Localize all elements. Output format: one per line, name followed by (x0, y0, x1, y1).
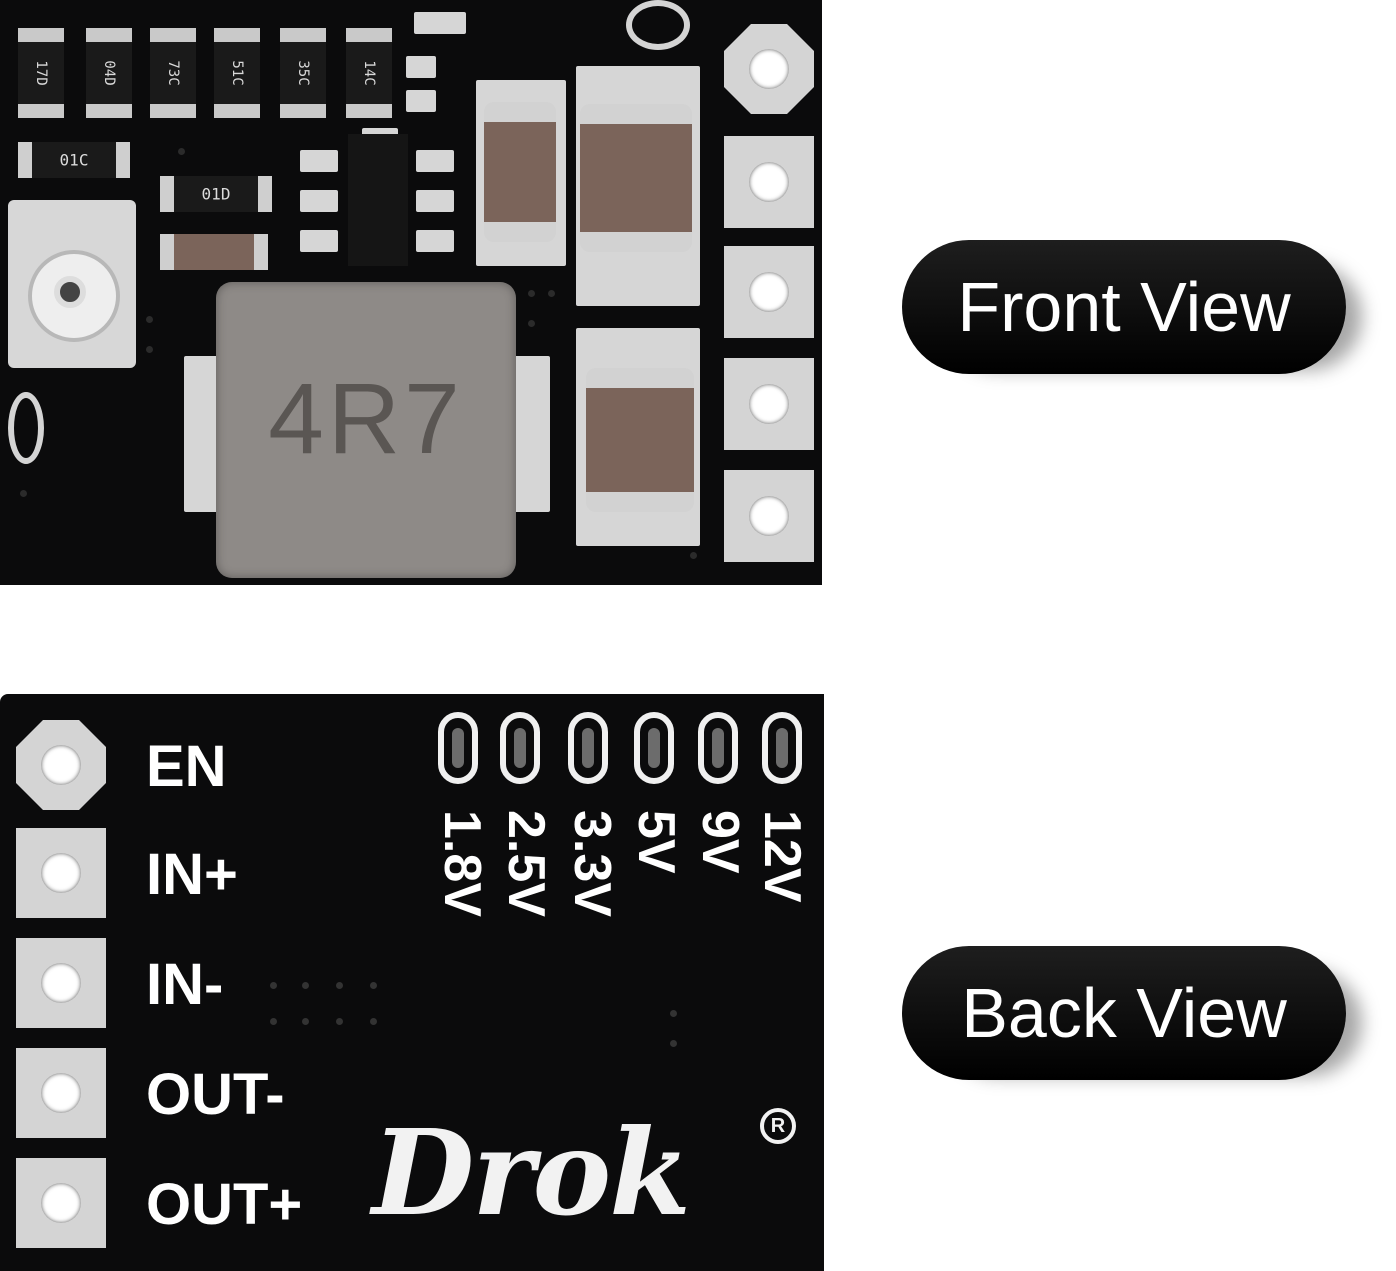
via (370, 1018, 377, 1025)
via (270, 1018, 277, 1025)
pin-hole (724, 246, 814, 338)
via (548, 290, 555, 297)
resistor: 35C (280, 28, 326, 118)
registered-trademark-icon: R (760, 1108, 796, 1144)
capacitor (484, 102, 556, 242)
resistor: 04D (86, 28, 132, 118)
smd-pad (406, 90, 436, 112)
pin-hole-in-minus (16, 938, 106, 1028)
voltage-jumper (762, 712, 802, 784)
voltage-label-1-8v: 1.8V (433, 810, 491, 917)
smd-pad (414, 12, 466, 34)
inductor-pad (510, 356, 550, 512)
via (178, 148, 185, 155)
via (270, 982, 277, 989)
voltage-jumper (568, 712, 608, 784)
pin-hole (724, 136, 814, 228)
via (670, 1040, 677, 1047)
resistor-code: 14C (361, 60, 377, 86)
pin-label-in-plus: IN+ (146, 842, 238, 907)
smd-pad (406, 56, 436, 78)
via (336, 1018, 343, 1025)
pin-hole (724, 358, 814, 450)
via (528, 290, 535, 297)
via (302, 982, 309, 989)
inductor-marking: 4R7 (268, 363, 464, 475)
ic-pad (416, 190, 454, 212)
via (146, 316, 153, 323)
ic-pad (416, 150, 454, 172)
front-view-label: Front View (902, 240, 1346, 374)
via (370, 982, 377, 989)
resistor: 14C (346, 28, 392, 118)
back-view-label: Back View (902, 946, 1346, 1080)
trimmer-screw (54, 276, 86, 308)
solder-jumper (626, 0, 690, 50)
pin-hole (724, 24, 814, 114)
via (20, 490, 27, 497)
voltage-jumper (438, 712, 478, 784)
resistor-code: 01C (59, 150, 89, 170)
capacitor (580, 104, 692, 252)
voltage-jumper (500, 712, 540, 784)
pin-hole-out-plus (16, 1158, 106, 1248)
via (336, 982, 343, 989)
resistor-code: 35C (295, 60, 311, 86)
trimmer-potentiometer (8, 200, 136, 368)
resistor-code: 51C (229, 60, 245, 86)
voltage-label-5v: 5V (627, 810, 685, 874)
via (528, 320, 535, 327)
pin-hole-in-plus (16, 828, 106, 918)
drok-logo: Drok (372, 1103, 691, 1242)
front-board-photo: 17D 04D 73C 51C 35C 14C 01C 01D 4R7 (0, 0, 822, 585)
resistor-code: 73C (165, 60, 181, 86)
resistor: 51C (214, 28, 260, 118)
voltage-jumper (698, 712, 738, 784)
pin-label-in-minus: IN- (146, 952, 224, 1017)
pin-label-out-plus: OUT+ (146, 1172, 303, 1237)
pin-hole-en (16, 720, 106, 810)
via (302, 1018, 309, 1025)
pin-label-out-minus: OUT- (146, 1062, 285, 1127)
ic-pad (300, 150, 338, 172)
resistor-code: 17D (33, 60, 49, 86)
capacitor (160, 234, 268, 270)
inductor: 4R7 (216, 282, 516, 578)
voltage-label-12v: 12V (753, 810, 811, 903)
voltage-jumper (634, 712, 674, 784)
resistor: 01D (160, 176, 272, 212)
via (690, 552, 697, 559)
pin-hole (724, 470, 814, 562)
resistor: 73C (150, 28, 196, 118)
solder-jumper (8, 392, 44, 464)
resistor: 01C (18, 142, 130, 178)
ic-pad (300, 190, 338, 212)
resistor-code: 01D (201, 184, 231, 204)
pin-hole-out-minus (16, 1048, 106, 1138)
voltage-label-2-5v: 2.5V (497, 810, 555, 917)
ic-pad (416, 230, 454, 252)
resistor: 17D (18, 28, 64, 118)
regulator-ic (348, 134, 408, 266)
via (146, 346, 153, 353)
via (670, 1010, 677, 1017)
voltage-label-9v: 9V (691, 810, 749, 874)
voltage-label-3-3v: 3.3V (563, 810, 621, 917)
pin-label-en: EN (146, 734, 227, 799)
resistor-code: 04D (101, 60, 117, 86)
ic-pad (300, 230, 338, 252)
back-board-photo: EN IN+ IN- OUT- OUT+ 1.8V 2.5V 3.3V 5V 9… (0, 694, 824, 1271)
capacitor (586, 368, 694, 512)
